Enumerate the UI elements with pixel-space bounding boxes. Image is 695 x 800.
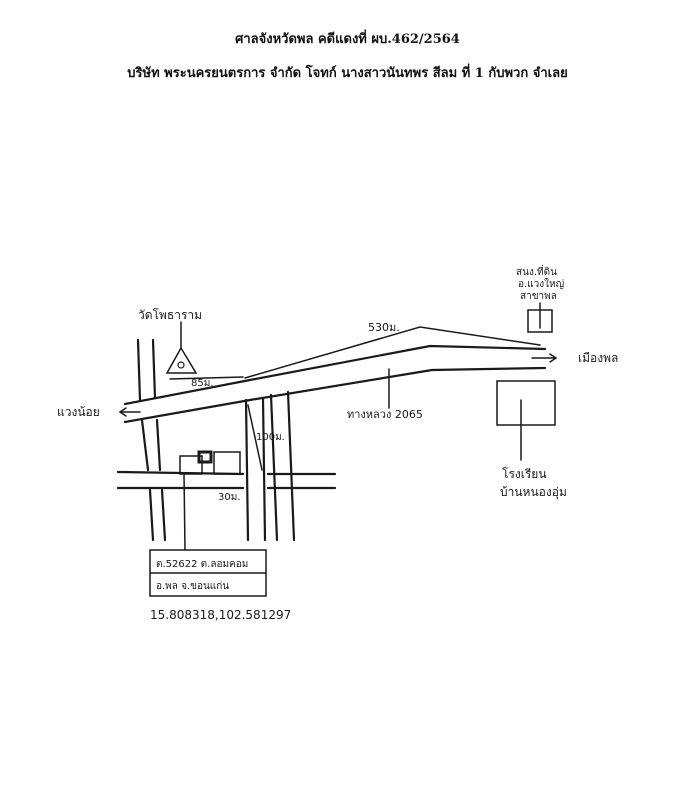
lane-diagonal (247, 404, 263, 471)
distance-85-label: 85ม. (191, 378, 214, 389)
court-case-title: ศาลจังหวัดพล คดีแดงที่ ผบ.462/2564 (235, 32, 460, 47)
distance-530-label: 530ม. (368, 321, 400, 334)
distance-30-label: 30ม. (218, 492, 241, 503)
highway-name-label: ทางหลวง 2065 (347, 408, 423, 421)
gps-coordinates: 15.808318,102.581297 (150, 608, 291, 622)
parcel-info-line-1: ต.52622 ต.ลอมคอม (156, 559, 248, 570)
road-mid-a (244, 398, 250, 542)
target-parcel-marker (197, 450, 213, 464)
school-label-2: บ้านหนองอุ่ม (500, 485, 567, 500)
distance-100-label: 100ม. (256, 432, 285, 443)
temple-triangle-icon (165, 346, 198, 374)
road-east-a (269, 393, 279, 542)
distance-530-line (244, 326, 541, 379)
land-office-label-1: สนง.ที่ดิน (516, 264, 557, 278)
distance-85-line (169, 376, 244, 380)
parcel-block-a (179, 455, 203, 475)
direction-left-label: แวงน้อย (57, 405, 100, 419)
highway-lower-edge (123, 366, 547, 424)
school-label-1: โรงเรียน (502, 467, 547, 481)
parcel-block-b (213, 451, 241, 475)
pointer-to-parcel-box (183, 473, 186, 551)
road-west-a (136, 338, 155, 542)
temple-dot-icon (177, 361, 185, 369)
road-mid-b (261, 396, 267, 542)
road-west-b (151, 338, 167, 542)
highway-upper-edge (123, 344, 547, 406)
land-office-label-2: อ.แวงใหญ่ (518, 278, 564, 290)
temple-label: วัดโพธาราม (138, 308, 202, 322)
direction-right-label: เมืองพล (578, 351, 618, 365)
parties-line: บริษัท พระนครยนตรการ จำกัด โจทก์ นางสาวน… (127, 66, 568, 81)
parcel-info-line-2: อ.พล จ.ขอนแก่น (156, 581, 229, 592)
direction-arrow-left (118, 407, 141, 417)
land-office-label-3: สาขาพล (520, 291, 557, 302)
direction-arrow-right (531, 353, 558, 363)
school-box (496, 380, 556, 426)
road-east-b (286, 390, 296, 542)
